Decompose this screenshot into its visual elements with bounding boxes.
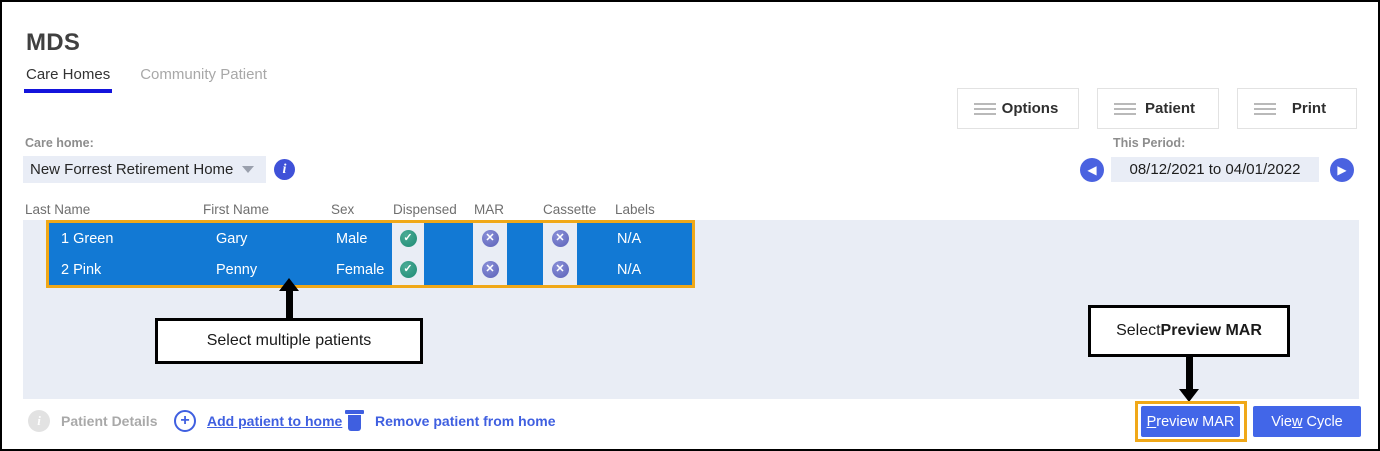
view-cycle-post: Cycle	[1302, 413, 1343, 430]
cell-first-name: Penny	[216, 261, 258, 278]
cell-gap-1	[424, 254, 473, 285]
column-header-mar: MAR	[474, 202, 504, 217]
patient-details-label: Patient Details	[61, 413, 158, 429]
view-cycle-accel: w	[1291, 413, 1303, 430]
cell-gap-2	[507, 254, 543, 285]
callout-select-preview-mar: Select Preview MAR	[1088, 305, 1290, 357]
patient-button-label: Patient	[1144, 100, 1195, 117]
cell-mar: ✕	[473, 254, 507, 285]
list-icon	[1254, 102, 1276, 115]
care-home-value: New Forrest Retirement Home	[30, 161, 234, 178]
patient-details-button: i Patient Details	[28, 410, 157, 432]
preview-mar-button[interactable]: Preview MAR	[1141, 406, 1240, 437]
cross-circle-icon: ✕	[481, 230, 499, 247]
tab-care-homes[interactable]: Care Homes	[24, 66, 113, 93]
patient-table-selection: 1 Green ✓ ✕ ✕ N/A Gary Male 2 Pink ✓ ✕ ✕…	[46, 220, 695, 288]
cell-gap-2	[507, 223, 543, 254]
column-header-cassette: Cassette	[543, 202, 597, 217]
page-title: MDS	[26, 29, 81, 56]
period-label: This Period:	[1113, 136, 1186, 150]
cross-circle-icon: ✕	[481, 261, 499, 278]
view-cycle-button[interactable]: View Cycle	[1253, 406, 1361, 437]
list-icon	[1114, 102, 1136, 115]
period-next-button[interactable]: ▶	[1330, 158, 1354, 182]
info-icon[interactable]: i	[274, 159, 295, 180]
trash-icon	[345, 410, 364, 431]
options-button-label: Options	[1001, 100, 1059, 117]
care-home-label: Care home:	[25, 136, 94, 150]
cell-labels: N/A	[577, 254, 692, 285]
table-column-headers: Last Name First Name Sex Dispensed MAR C…	[2, 202, 1378, 220]
info-icon: i	[28, 410, 50, 432]
callout-arrow-up	[279, 278, 299, 319]
cross-circle-icon: ✕	[551, 261, 569, 278]
tab-community-patient[interactable]: Community Patient	[140, 66, 267, 83]
callout-arrow-down	[1179, 357, 1199, 402]
tab-bar: Care Homes Community Patient	[24, 66, 269, 93]
cell-sex: Female	[336, 261, 385, 278]
check-circle-icon: ✓	[399, 261, 417, 278]
cell-gap-1	[424, 223, 473, 254]
cell-last-name: 2 Pink	[49, 254, 392, 285]
column-header-sex: Sex	[331, 202, 355, 217]
check-circle-icon: ✓	[399, 230, 417, 247]
remove-patient-from-home-button[interactable]: Remove patient from home	[345, 410, 555, 431]
cell-labels: N/A	[577, 223, 692, 254]
chevron-down-icon	[242, 166, 254, 173]
table-row[interactable]: 1 Green ✓ ✕ ✕ N/A Gary Male	[49, 223, 692, 254]
add-patient-to-home-button[interactable]: + Add patient to home	[174, 410, 342, 432]
column-header-dispensed: Dispensed	[393, 202, 457, 217]
cell-last-name: 1 Green	[49, 223, 392, 254]
period-range-value[interactable]: 08/12/2021 to 04/01/2022	[1111, 157, 1319, 182]
patient-button[interactable]: Patient	[1097, 88, 1219, 129]
view-cycle-pre: Vie	[1271, 413, 1292, 430]
column-header-last-name: Last Name	[25, 202, 91, 217]
add-patient-label: Add patient to home	[207, 413, 342, 429]
list-icon	[974, 102, 996, 115]
period-prev-button[interactable]: ◀	[1080, 158, 1104, 182]
preview-mar-accel: P	[1146, 413, 1157, 430]
callout-right-prefix: Select	[1116, 322, 1161, 339]
table-row[interactable]: 2 Pink ✓ ✕ ✕ N/A Penny Female	[49, 254, 692, 285]
print-button-label: Print	[1291, 100, 1327, 117]
preview-mar-highlight	[1135, 401, 1247, 442]
cell-first-name: Gary	[216, 230, 248, 247]
cell-sex: Male	[336, 230, 368, 247]
print-button[interactable]: Print	[1237, 88, 1357, 129]
preview-mar-rest: review MAR	[1156, 413, 1235, 430]
care-home-dropdown[interactable]: New Forrest Retirement Home	[23, 156, 266, 183]
cell-dispensed: ✓	[392, 223, 424, 254]
add-patient-rest: dd patient to home	[217, 413, 343, 429]
remove-patient-label: Remove patient from home	[375, 412, 556, 429]
cell-cassette: ✕	[543, 223, 577, 254]
cross-circle-icon: ✕	[551, 230, 569, 247]
callout-select-multiple-patients: Select multiple patients	[155, 318, 423, 364]
cell-dispensed: ✓	[392, 254, 424, 285]
cell-mar: ✕	[473, 223, 507, 254]
column-header-labels: Labels	[615, 202, 655, 217]
options-button[interactable]: Options	[957, 88, 1079, 129]
callout-right-bold: Preview MAR	[1160, 322, 1262, 339]
column-header-first-name: First Name	[203, 202, 270, 217]
add-patient-accel: A	[207, 413, 218, 429]
cell-cassette: ✕	[543, 254, 577, 285]
plus-circle-icon: +	[174, 410, 196, 432]
